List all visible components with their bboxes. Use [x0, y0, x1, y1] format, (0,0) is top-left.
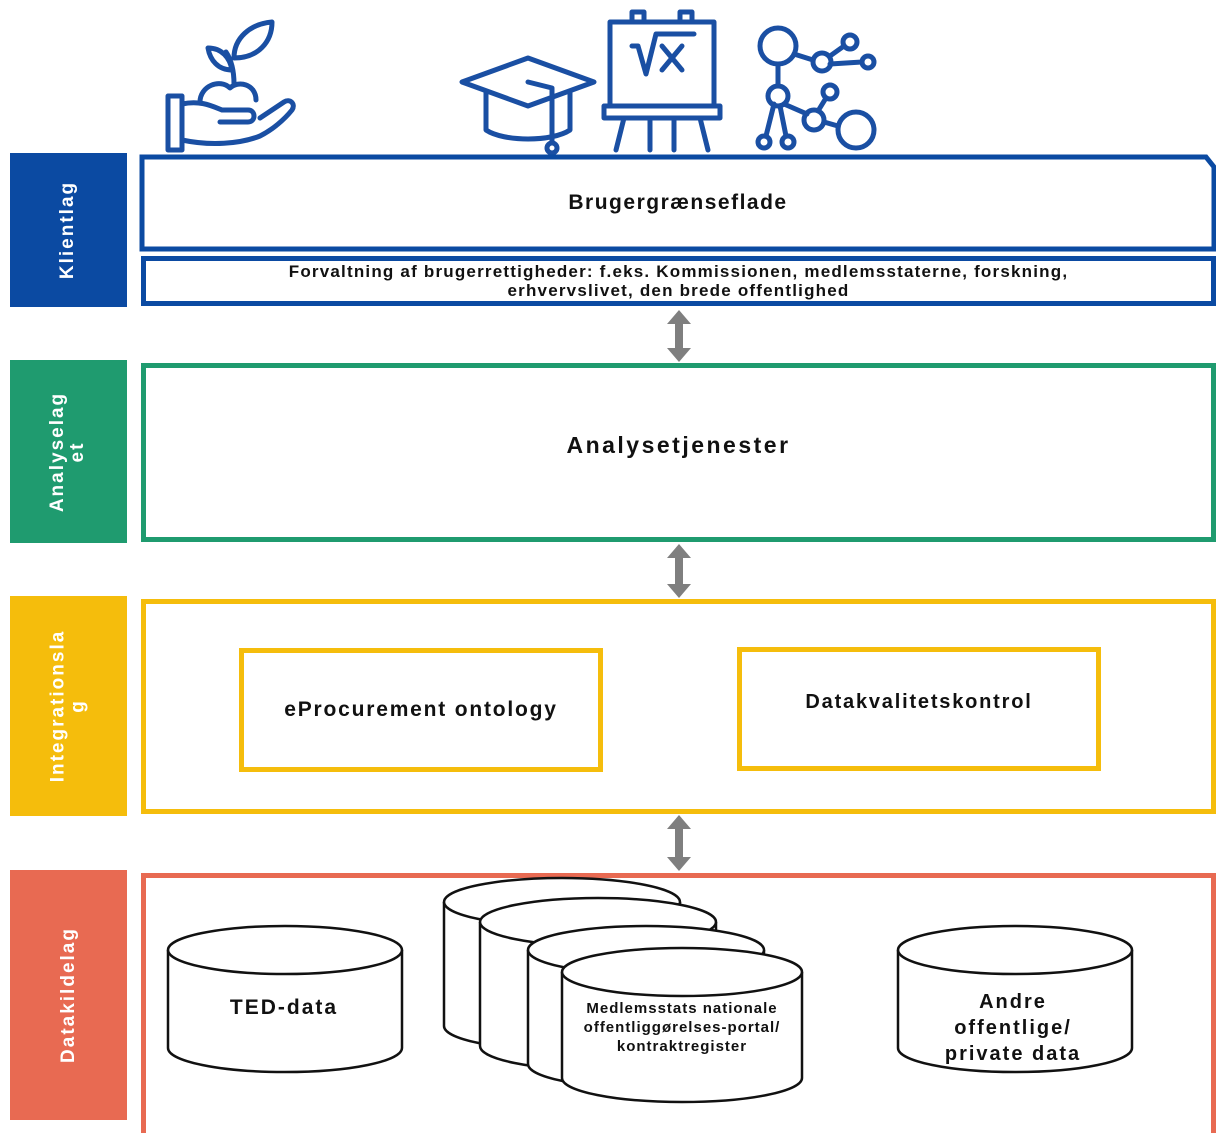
ted-data-label: TED-data: [229, 996, 339, 1019]
ontology-box: [239, 648, 603, 772]
layer-label-client: Klientlag: [10, 153, 127, 307]
user-rights-bar: [141, 256, 1216, 306]
other-data-label: Andre offentlige/ private data: [944, 991, 1082, 1065]
ontology-label: eProcurement ontology: [284, 698, 558, 721]
graduation-cap-icon: [459, 55, 597, 156]
network-icon: [755, 25, 877, 151]
layer-label-integration: Integrationsla g: [10, 596, 127, 816]
arrow-integration-datasource: [667, 815, 691, 871]
analysis-frame: [141, 363, 1216, 542]
quality-control-box: [737, 647, 1101, 771]
user-rights-line-2: erhvervslivet, den brede offentlighed: [507, 281, 850, 300]
other-data-cylinder: [896, 924, 1134, 1074]
ui-title: Brugergrænseflade: [568, 191, 788, 214]
math-board-icon: [601, 9, 723, 153]
analysis-title: Analysetjenester: [566, 432, 791, 458]
ui-frame: [139, 154, 1216, 252]
user-rights-line-1: Forvaltning af brugerrettigheder: f.eks.…: [288, 262, 1069, 281]
arrow-analysis-integration: [667, 544, 691, 598]
national-registers-label: Medlemsstats nationale offentliggørelses…: [583, 999, 781, 1055]
layer-label-analysis: Analyselag et: [10, 360, 127, 543]
layer-label-datasource: Datakildelag: [10, 870, 127, 1120]
national-registers-cylinders: [442, 876, 804, 1104]
arrow-client-analysis: [667, 310, 691, 362]
user-rights-text: Forvaltning af brugerrettigheder: f.eks.…: [141, 256, 1216, 306]
plant-hand-icon: [165, 19, 296, 153]
quality-control-label: Datakvalitetskontrol: [805, 690, 1033, 713]
ted-data-cylinder: [166, 924, 404, 1074]
